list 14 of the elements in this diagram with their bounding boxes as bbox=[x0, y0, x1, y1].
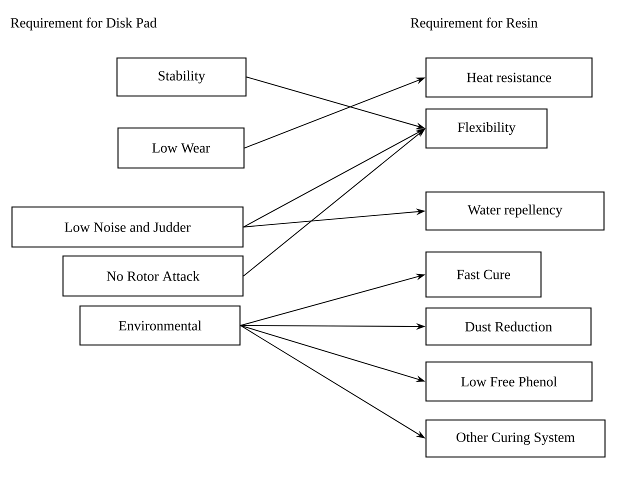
requirement-box: Low Noise and Judder bbox=[11, 206, 244, 248]
requirement-box: Low Wear bbox=[117, 127, 245, 169]
requirement-box: Stability bbox=[116, 57, 247, 97]
requirement-box: Low Free Phenol bbox=[425, 361, 593, 402]
requirement-box: Environmental bbox=[79, 305, 241, 346]
requirement-box: Other Curing System bbox=[425, 419, 606, 458]
requirement-box: Heat resistance bbox=[425, 57, 593, 98]
requirement-box: Flexibility bbox=[425, 108, 548, 149]
requirement-box: No Rotor Attack bbox=[62, 255, 244, 297]
requirement-box: Dust Reduction bbox=[425, 307, 592, 346]
requirement-box: Water repellency bbox=[425, 191, 605, 231]
requirement-box: Fast Cure bbox=[425, 251, 542, 298]
column-heading: Requirement for Resin bbox=[410, 18, 538, 30]
column-heading: Requirement for Disk Pad bbox=[10, 18, 157, 30]
